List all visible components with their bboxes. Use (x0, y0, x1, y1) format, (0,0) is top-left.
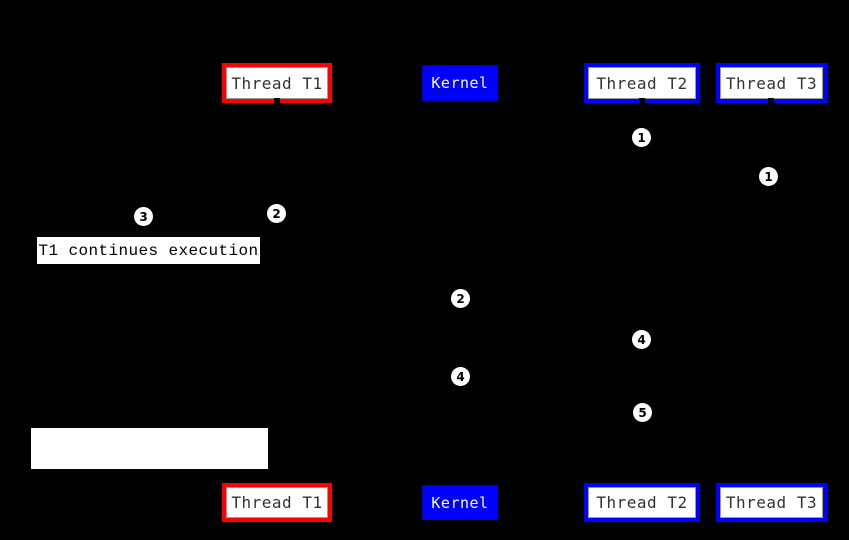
blank-label-box (31, 428, 268, 469)
step-marker-2-kernel: 2 (451, 289, 470, 308)
lifeline-box-thread-t1-bottom: Thread T1 (222, 483, 332, 522)
step-marker-3-left: 3 (134, 207, 153, 226)
thread-t3-label: Thread T3 (725, 73, 818, 93)
lifeline-box-thread-t2-top: Thread T2 (584, 63, 700, 103)
step-marker-5-thread-t2: 5 (633, 403, 652, 422)
arrowhead-down-icon-t2 (638, 478, 648, 484)
thread-t3-label-bottom: Thread T3 (725, 493, 818, 512)
step-marker-4-thread-t2: 4 (632, 330, 651, 349)
lifeline-box-kernel-bottom: Kernel (422, 485, 498, 520)
kernel-label-bottom: Kernel (431, 493, 489, 512)
lifeline-box-thread-t3-top: Thread T3 (716, 63, 827, 103)
thread-t2-label-bottom: Thread T2 (596, 493, 688, 512)
lifeline-box-thread-t2-bottom: Thread T2 (584, 483, 700, 522)
step-marker-2-thread-t1: 2 (267, 204, 286, 223)
lifeline-box-thread-t3-bottom: Thread T3 (716, 483, 827, 522)
lifeline-box-kernel-top: Kernel (422, 65, 498, 101)
step-marker-4-kernel: 4 (451, 367, 470, 386)
thread-t1-label-bottom: Thread T1 (231, 493, 323, 512)
arrowhead-down-icon-t3 (767, 478, 777, 484)
thread-t2-label: Thread T2 (596, 73, 688, 93)
note-t1-continues-execution: T1 continues execution (37, 237, 260, 264)
lifeline-notch-t1 (274, 98, 280, 103)
lifeline-notch-t3 (768, 98, 774, 103)
thread-t1-label: Thread T1 (231, 73, 323, 93)
kernel-label: Kernel (431, 74, 489, 92)
step-marker-1-thread-t2: 1 (632, 128, 651, 147)
note-text: T1 continues execution (38, 241, 259, 260)
arrowhead-down-icon-t1 (272, 478, 282, 484)
lifeline-notch-t2 (639, 98, 645, 103)
step-marker-1-thread-t3: 1 (759, 167, 778, 186)
lifeline-box-thread-t1-top: Thread T1 (222, 63, 332, 103)
